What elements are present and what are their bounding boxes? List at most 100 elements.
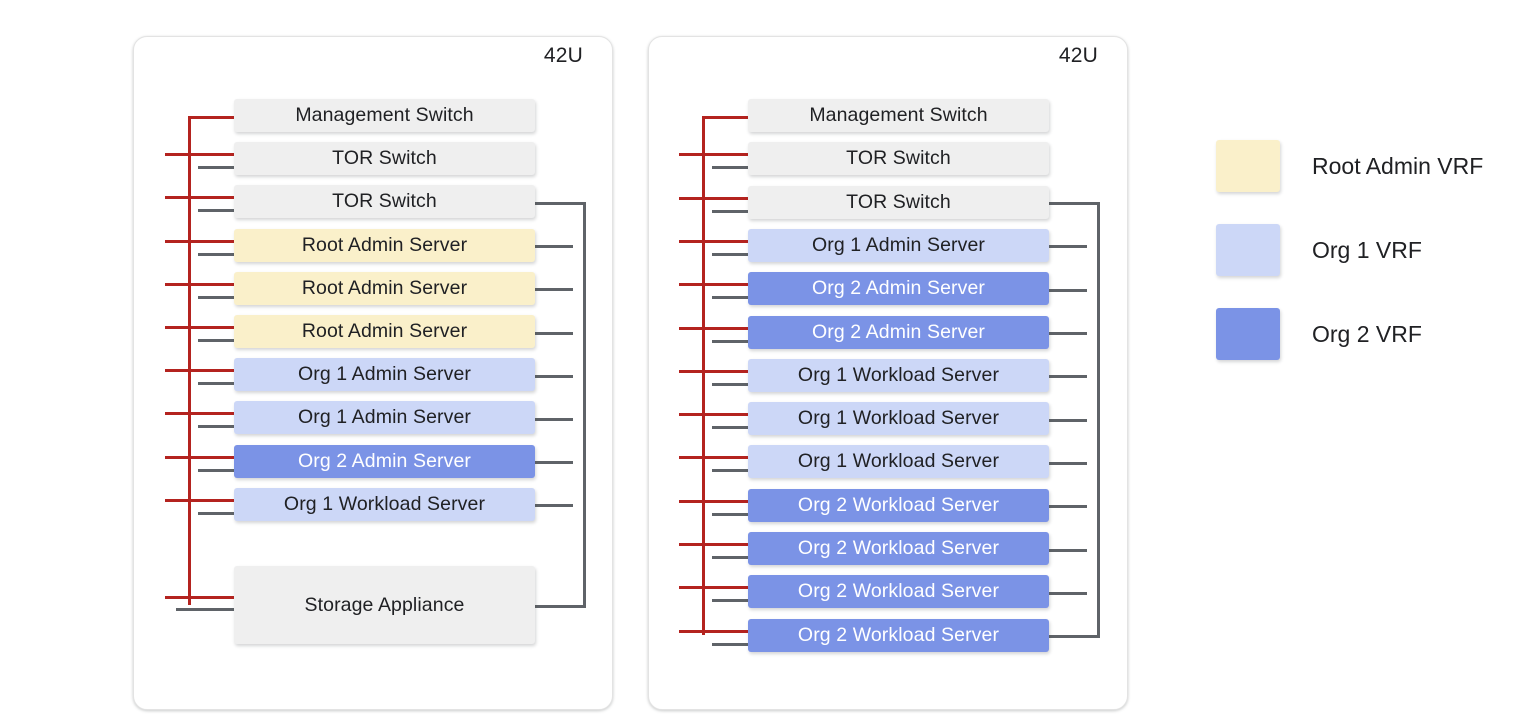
device-label: Org 1 Admin Server	[811, 233, 986, 256]
power-branch	[679, 456, 748, 460]
power-branch	[679, 543, 748, 546]
power-branch	[679, 499, 748, 503]
power-branch	[679, 369, 748, 373]
legend-swatch-vrf-root	[1216, 140, 1280, 192]
device-box[interactable]: TOR Switch	[234, 185, 535, 219]
power-branch	[165, 326, 234, 329]
network-branch-right	[535, 504, 573, 508]
legend-label: Org 1 VRF	[1312, 236, 1422, 263]
device-box[interactable]: Root Admin Server	[234, 315, 535, 348]
power-bus-trunk	[702, 115, 705, 636]
legend-label: Org 2 VRF	[1312, 320, 1422, 347]
network-branch-right	[1049, 245, 1087, 249]
power-branch	[165, 498, 234, 502]
device-box[interactable]: Org 1 Admin Server	[748, 228, 1049, 262]
device-box[interactable]: Org 1 Workload Server	[748, 358, 1049, 392]
device-label: Org 1 Workload Server	[797, 450, 1000, 473]
power-branch	[679, 413, 748, 417]
power-branch	[679, 153, 748, 157]
power-branch	[679, 239, 748, 243]
network-branch-left	[198, 468, 234, 472]
legend-item: Root Admin VRF	[1216, 140, 1483, 192]
network-branch-right	[535, 374, 573, 378]
power-branch	[165, 282, 234, 286]
network-bus-trunk	[1097, 202, 1100, 636]
device-box[interactable]: Management Switch	[234, 99, 535, 132]
network-bus-trunk	[583, 201, 586, 605]
device-box[interactable]: Org 2 Admin Server	[234, 444, 535, 478]
network-branch-right	[1049, 375, 1087, 379]
device-box[interactable]: Org 1 Workload Server	[748, 402, 1049, 436]
network-branch-left	[712, 599, 748, 603]
device-box[interactable]: Org 2 Workload Server	[748, 575, 1049, 609]
device-box[interactable]: Org 2 Admin Server	[748, 272, 1049, 306]
network-branch-left	[198, 166, 234, 170]
device-box[interactable]: Root Admin Server	[234, 271, 535, 305]
network-branch-left	[176, 608, 234, 611]
network-branch-right	[535, 288, 573, 292]
power-branch	[679, 629, 748, 633]
network-uplink	[1049, 202, 1100, 206]
network-downlink	[535, 605, 586, 608]
power-branch	[188, 115, 234, 119]
device-label: Org 1 Workload Server	[797, 363, 1000, 386]
device-label: Root Admin Server	[301, 320, 468, 342]
device-label: Org 2 Workload Server	[797, 537, 1000, 559]
device-box[interactable]: Storage Appliance	[234, 566, 535, 644]
device-label: Root Admin Server	[301, 276, 468, 299]
network-branch-left	[712, 382, 748, 386]
network-branch-left	[712, 209, 748, 213]
network-branch-left	[712, 166, 748, 170]
device-box[interactable]: Org 1 Workload Server	[748, 445, 1049, 479]
network-uplink	[535, 201, 586, 205]
power-branch	[679, 196, 748, 200]
network-branch-right	[1049, 505, 1087, 509]
legend-label: Root Admin VRF	[1312, 152, 1484, 179]
power-branch	[165, 369, 234, 373]
network-downlink	[1049, 635, 1100, 639]
device-label: Org 2 Admin Server	[811, 320, 986, 343]
network-branch-right	[535, 331, 573, 335]
device-box[interactable]: Management Switch	[748, 99, 1049, 132]
device-box[interactable]: Org 2 Workload Server	[748, 618, 1049, 652]
device-box[interactable]: Org 1 Admin Server	[234, 401, 535, 435]
device-box[interactable]: Org 2 Workload Server	[748, 532, 1049, 565]
device-box[interactable]: Org 2 Workload Server	[748, 488, 1049, 522]
power-branch	[679, 283, 748, 287]
power-branch	[165, 596, 234, 599]
device-box[interactable]: TOR Switch	[748, 142, 1049, 176]
network-branch-left	[712, 642, 748, 646]
device-label: Org 2 Workload Server	[797, 493, 1000, 516]
network-branch-left	[198, 252, 234, 256]
network-branch-right	[1049, 288, 1087, 292]
device-box[interactable]: Org 1 Workload Server	[234, 487, 535, 521]
device-label: TOR Switch	[332, 147, 437, 170]
device-box[interactable]: Org 2 Admin Server	[748, 315, 1049, 349]
rack-2-capacity-label: 42U	[1058, 44, 1098, 67]
network-branch-left	[712, 426, 748, 430]
device-box[interactable]: TOR Switch	[748, 185, 1049, 219]
device-label: Storage Appliance	[304, 593, 465, 616]
vrf-legend: Root Admin VRF Org 1 VRF Org 2 VRF	[1216, 140, 1516, 360]
network-branch-left	[712, 296, 748, 300]
device-label: Org 1 Workload Server	[797, 407, 1000, 430]
legend-swatch-vrf-org1	[1216, 224, 1280, 276]
power-branch	[165, 239, 234, 243]
network-branch-right	[535, 417, 573, 421]
device-box[interactable]: Org 1 Admin Server	[234, 358, 535, 392]
power-branch	[165, 196, 234, 200]
device-label: Org 1 Admin Server	[297, 363, 472, 386]
power-branch	[702, 115, 748, 119]
device-label: TOR Switch	[846, 190, 951, 213]
power-branch	[165, 455, 234, 459]
rack-1-capacity-label: 42U	[543, 44, 583, 67]
network-branch-right	[1049, 332, 1087, 335]
power-bus-trunk	[188, 115, 191, 605]
device-label: Org 1 Admin Server	[297, 406, 472, 429]
device-box[interactable]: Root Admin Server	[234, 228, 535, 262]
device-label: Management Switch	[295, 104, 474, 126]
device-box[interactable]: TOR Switch	[234, 142, 535, 176]
device-label: Org 2 Workload Server	[797, 580, 1000, 603]
network-branch-left	[712, 469, 748, 473]
